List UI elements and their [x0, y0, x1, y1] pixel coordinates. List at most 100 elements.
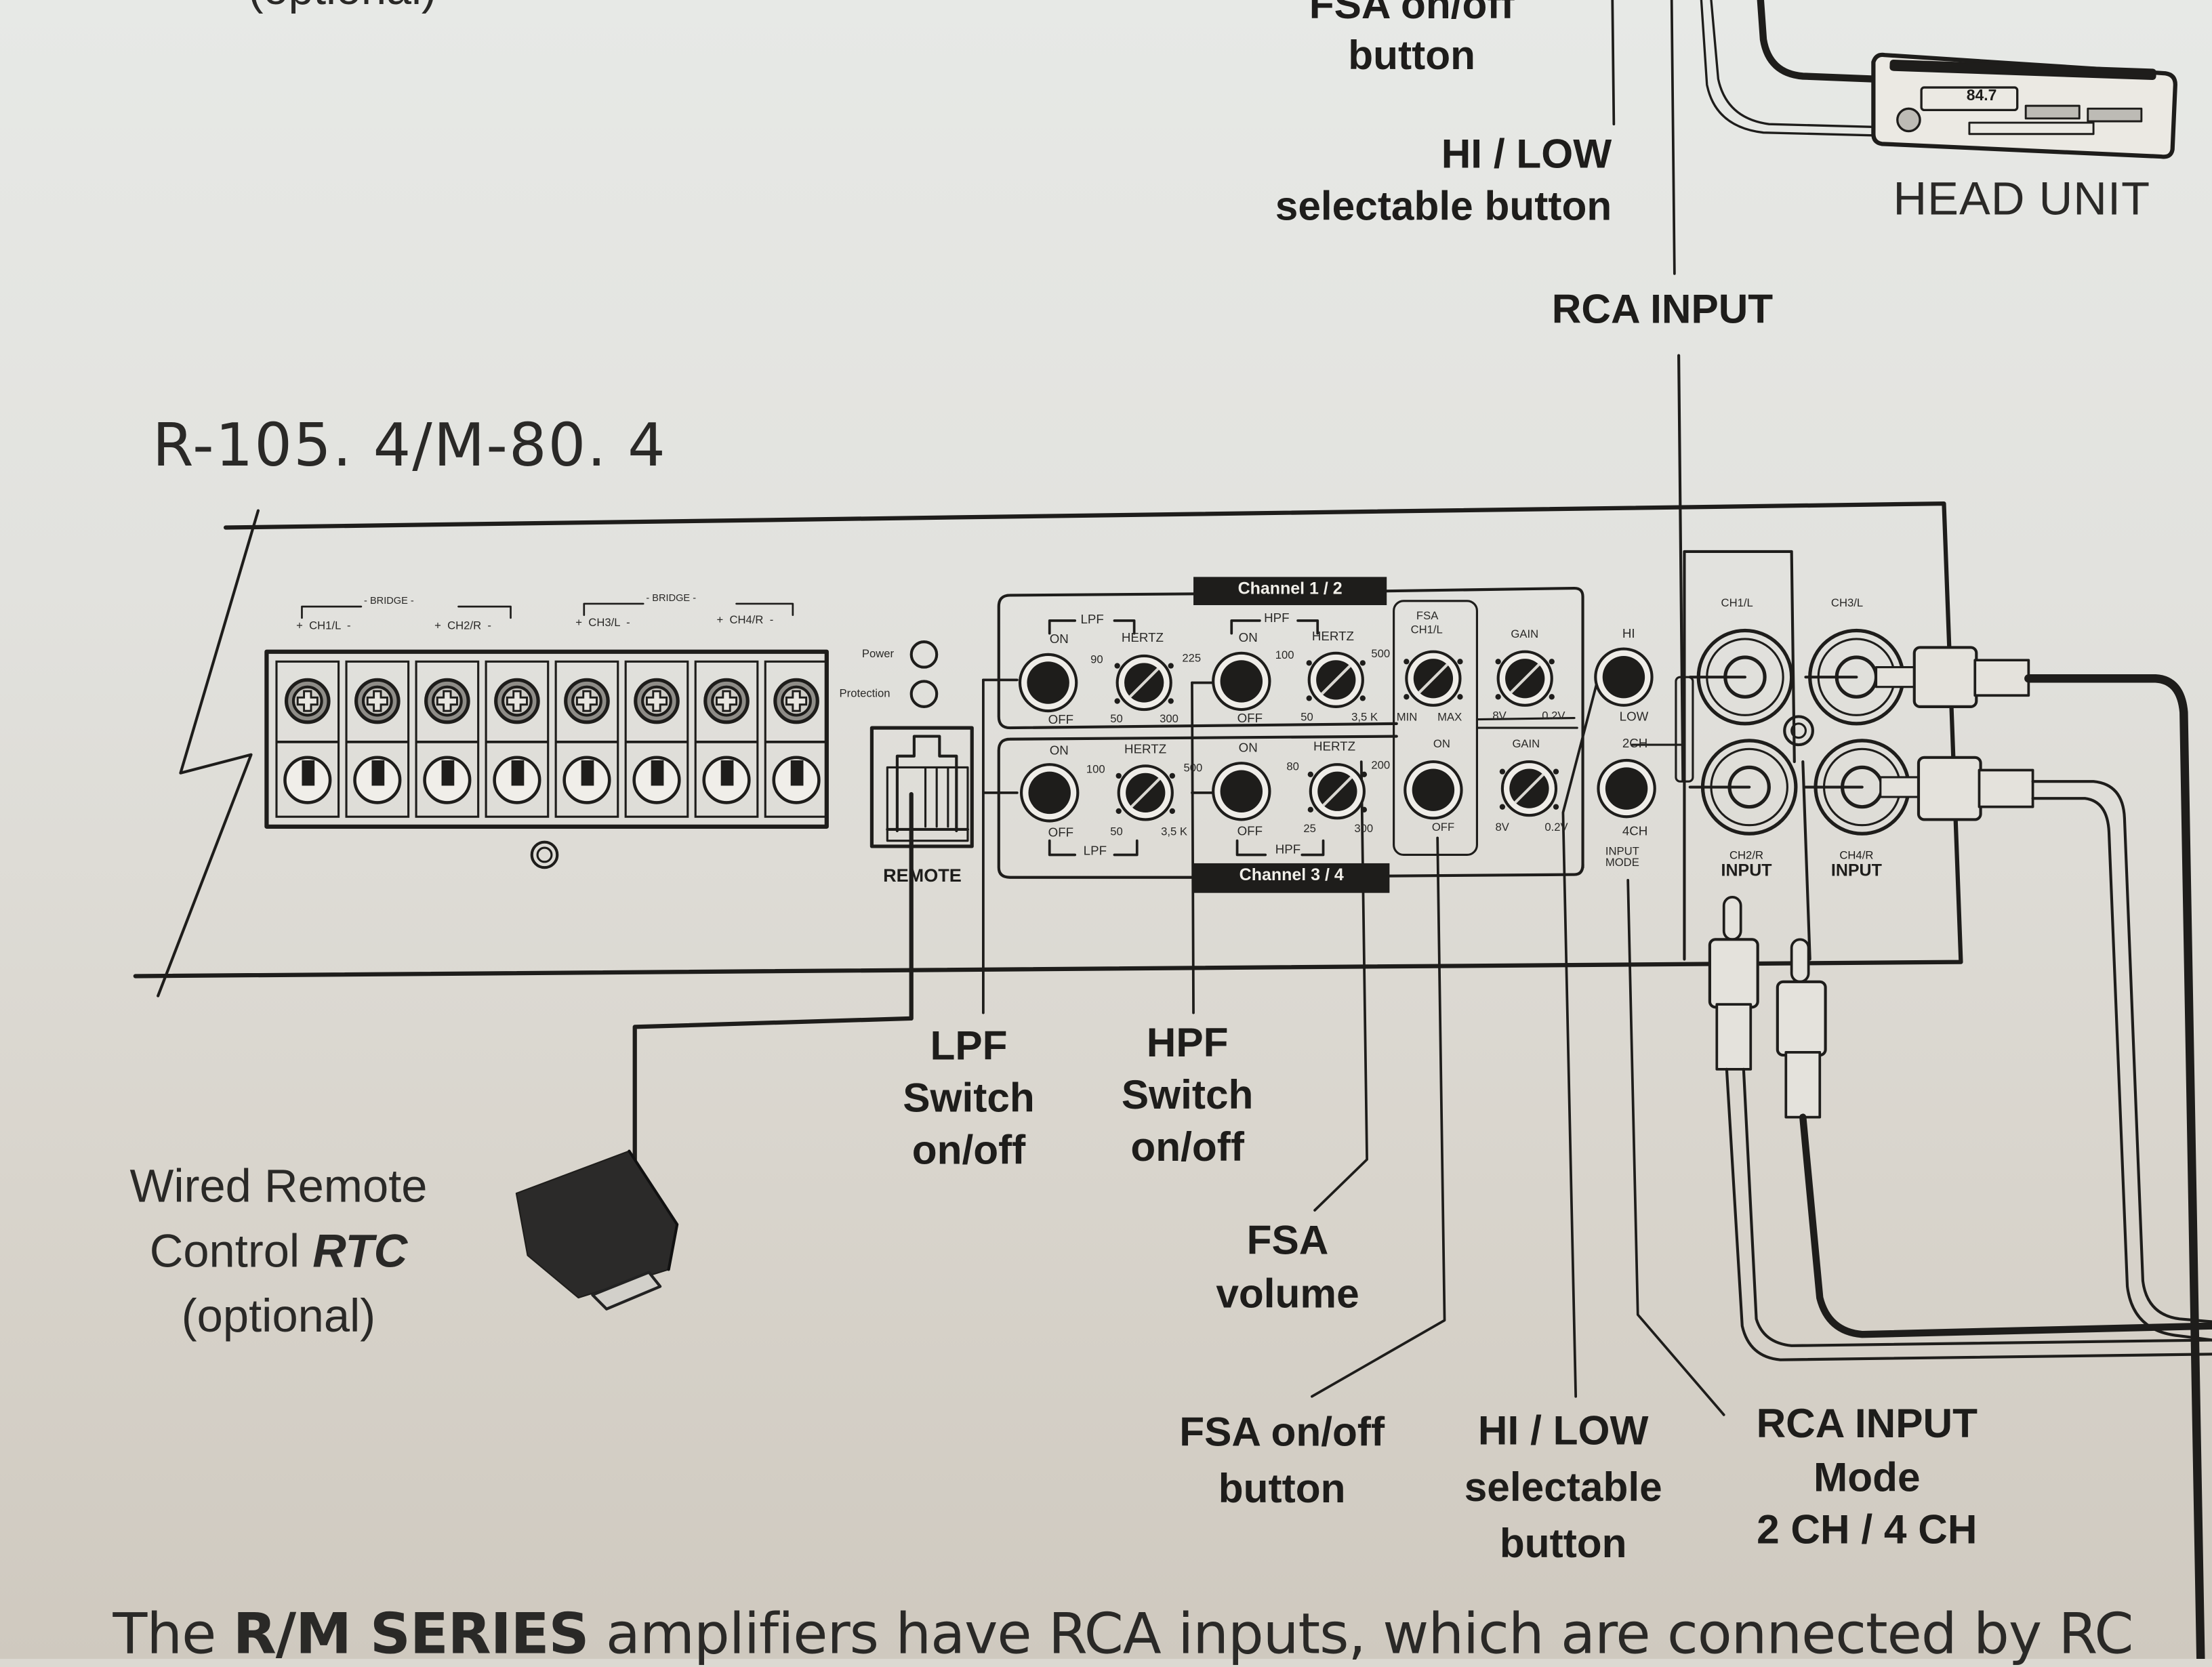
- speaker-terminal[interactable]: [694, 660, 759, 818]
- power-led: [909, 640, 939, 669]
- fsa-box: [1393, 600, 1478, 857]
- ch34-lpf-frequency-knob[interactable]: [1115, 764, 1175, 821]
- ch34-hpf-scale-200: 200: [1371, 758, 1391, 772]
- lpf-bracket-top: [1048, 619, 1136, 635]
- ch34-hpf-frequency-knob[interactable]: [1307, 763, 1368, 820]
- footer-text: The R/M SERIES amplifiers have RCA input…: [112, 1602, 2134, 1667]
- ch12-lpf-frequency-knob[interactable]: [1114, 654, 1174, 712]
- ch34-panel: [997, 735, 1584, 879]
- ch34-hpf-group: HPF: [1275, 842, 1301, 857]
- ch34-lpf-scale-100: 100: [1086, 763, 1105, 776]
- speaker-terminal[interactable]: [764, 660, 829, 818]
- callout-top-fsa-onoff: FSA on/off button: [1309, 0, 1515, 83]
- speaker-terminals: [275, 660, 829, 818]
- speaker-terminal[interactable]: [415, 660, 480, 818]
- ch12-title-bar: [1193, 577, 1387, 606]
- callout-line: HI / LOW: [1441, 132, 1612, 178]
- speaker-terminal[interactable]: [275, 660, 340, 818]
- bridge-bracket-left: [301, 605, 512, 619]
- ch34-lpf-scale-500: 500: [1183, 762, 1203, 775]
- cable-down-2: [1799, 1113, 2212, 1338]
- wired-remote-line3: (optional): [181, 1290, 376, 1342]
- fsa-volume-knob[interactable]: [1404, 650, 1463, 707]
- wired-remote-device: [515, 1149, 679, 1311]
- wired-remote-line1: Wired Remote: [129, 1159, 428, 1212]
- input-mode-switch[interactable]: [1597, 758, 1656, 819]
- speaker-terminal[interactable]: [624, 660, 689, 818]
- ch12-hpf-scale-100: 100: [1275, 649, 1294, 662]
- bridge-label-right: - BRIDGE -: [646, 594, 697, 604]
- control-knobs: [1018, 647, 1656, 823]
- cable-ch3: [2024, 674, 2205, 1659]
- fsa-min: MIN: [1396, 711, 1418, 724]
- fsa-onoff-callout-line: [1311, 836, 1446, 1398]
- ch12-hpf-off: OFF: [1237, 711, 1263, 725]
- hpf-bracket-bottom: [1235, 839, 1325, 857]
- ch12-hpf-hertz: HERTZ: [1311, 629, 1355, 644]
- fsa-max: MAX: [1437, 711, 1462, 724]
- amp-left-edge: [157, 509, 260, 997]
- fsa-onoff-switch[interactable]: [1404, 760, 1463, 820]
- ground-screw: [1783, 715, 1814, 747]
- 2ch-label: 2CH: [1622, 736, 1648, 751]
- rca-mode-callout-line: [1626, 879, 1725, 1416]
- cable-down-1-outer: [1725, 1067, 2212, 1361]
- ch12-lpf-switch[interactable]: [1018, 653, 1078, 713]
- ch12-lpf-scale-90: 90: [1090, 653, 1103, 666]
- wired-remote-label: Wired Remote Control RTC (optional): [130, 1154, 428, 1349]
- speaker-terminal[interactable]: [345, 660, 410, 818]
- cable-ch4-outer: [2031, 780, 2212, 1323]
- fsa-volume-callout-line: [1313, 760, 1368, 1212]
- terminal-block: [264, 649, 829, 829]
- rca-top-callout-line: [1670, 0, 1676, 275]
- bridge-bracket-right: [583, 602, 794, 616]
- low-label: LOW: [1619, 709, 1649, 724]
- ch12-hpf-switch[interactable]: [1212, 651, 1271, 712]
- rca-plug-down-1: [1708, 896, 1759, 1071]
- ch34-title: Channel 3 / 4: [1239, 865, 1344, 885]
- terminal-label-ch4r: + CH4/R -: [716, 613, 774, 627]
- ch12-panel: [997, 586, 1584, 869]
- ch34-hpf-scale-80: 80: [1286, 760, 1299, 773]
- hi-low-switch[interactable]: [1594, 647, 1654, 707]
- ch34-lpf-scale-3-5k: 3,5 K: [1161, 825, 1188, 838]
- rca-input-callout-line: [1677, 354, 1685, 782]
- ch12-gain-label: GAIN: [1511, 627, 1539, 641]
- fsa-on: ON: [1433, 737, 1450, 751]
- ch34-lpf-switch[interactable]: [1019, 763, 1080, 823]
- ch12-gain-max: 0.2V: [1542, 709, 1565, 722]
- head-unit-icon: [1871, 52, 2177, 159]
- speaker-terminal[interactable]: [485, 660, 550, 818]
- ch34-lpf-on: ON: [1049, 743, 1069, 758]
- model-title: R-105. 4/M-80. 4: [152, 410, 667, 480]
- ch34-gain-knob[interactable]: [1499, 760, 1559, 817]
- ch12-lpf-off: OFF: [1048, 712, 1074, 727]
- 4ch-label: 4CH: [1622, 823, 1648, 838]
- remote-cable: [632, 791, 914, 1182]
- ch12-lpf-scale-225: 225: [1182, 651, 1202, 665]
- head-unit-display: 84.7: [1966, 87, 1997, 105]
- ch12-hpf-frequency-knob[interactable]: [1306, 651, 1366, 708]
- mount-screw: [530, 840, 559, 869]
- ch34-lpf-scale-50: 50: [1110, 825, 1123, 838]
- ch12-hpf-group: HPF: [1264, 611, 1290, 625]
- ch12-hpf-scale-50: 50: [1300, 711, 1313, 724]
- headunit-cable-double-a: [1700, 0, 1875, 137]
- ch12-hpf-scale-3-5k: 3,5 K: [1351, 711, 1378, 724]
- ch34-gain-label: GAIN: [1512, 737, 1540, 751]
- top-partial-optional: (optional): [248, 0, 436, 15]
- ch12-gain-knob[interactable]: [1495, 650, 1555, 707]
- ch34-hpf-scale-25: 25: [1303, 822, 1316, 836]
- ch12-lpf-hertz: HERTZ: [1121, 630, 1164, 645]
- speaker-terminal[interactable]: [554, 660, 619, 818]
- ch12-lpf-on: ON: [1049, 632, 1069, 646]
- rca-label-ch3l: CH3/L: [1830, 596, 1864, 610]
- ch34-hpf-switch[interactable]: [1212, 762, 1271, 821]
- ch12-title: Channel 1 / 2: [1237, 578, 1343, 598]
